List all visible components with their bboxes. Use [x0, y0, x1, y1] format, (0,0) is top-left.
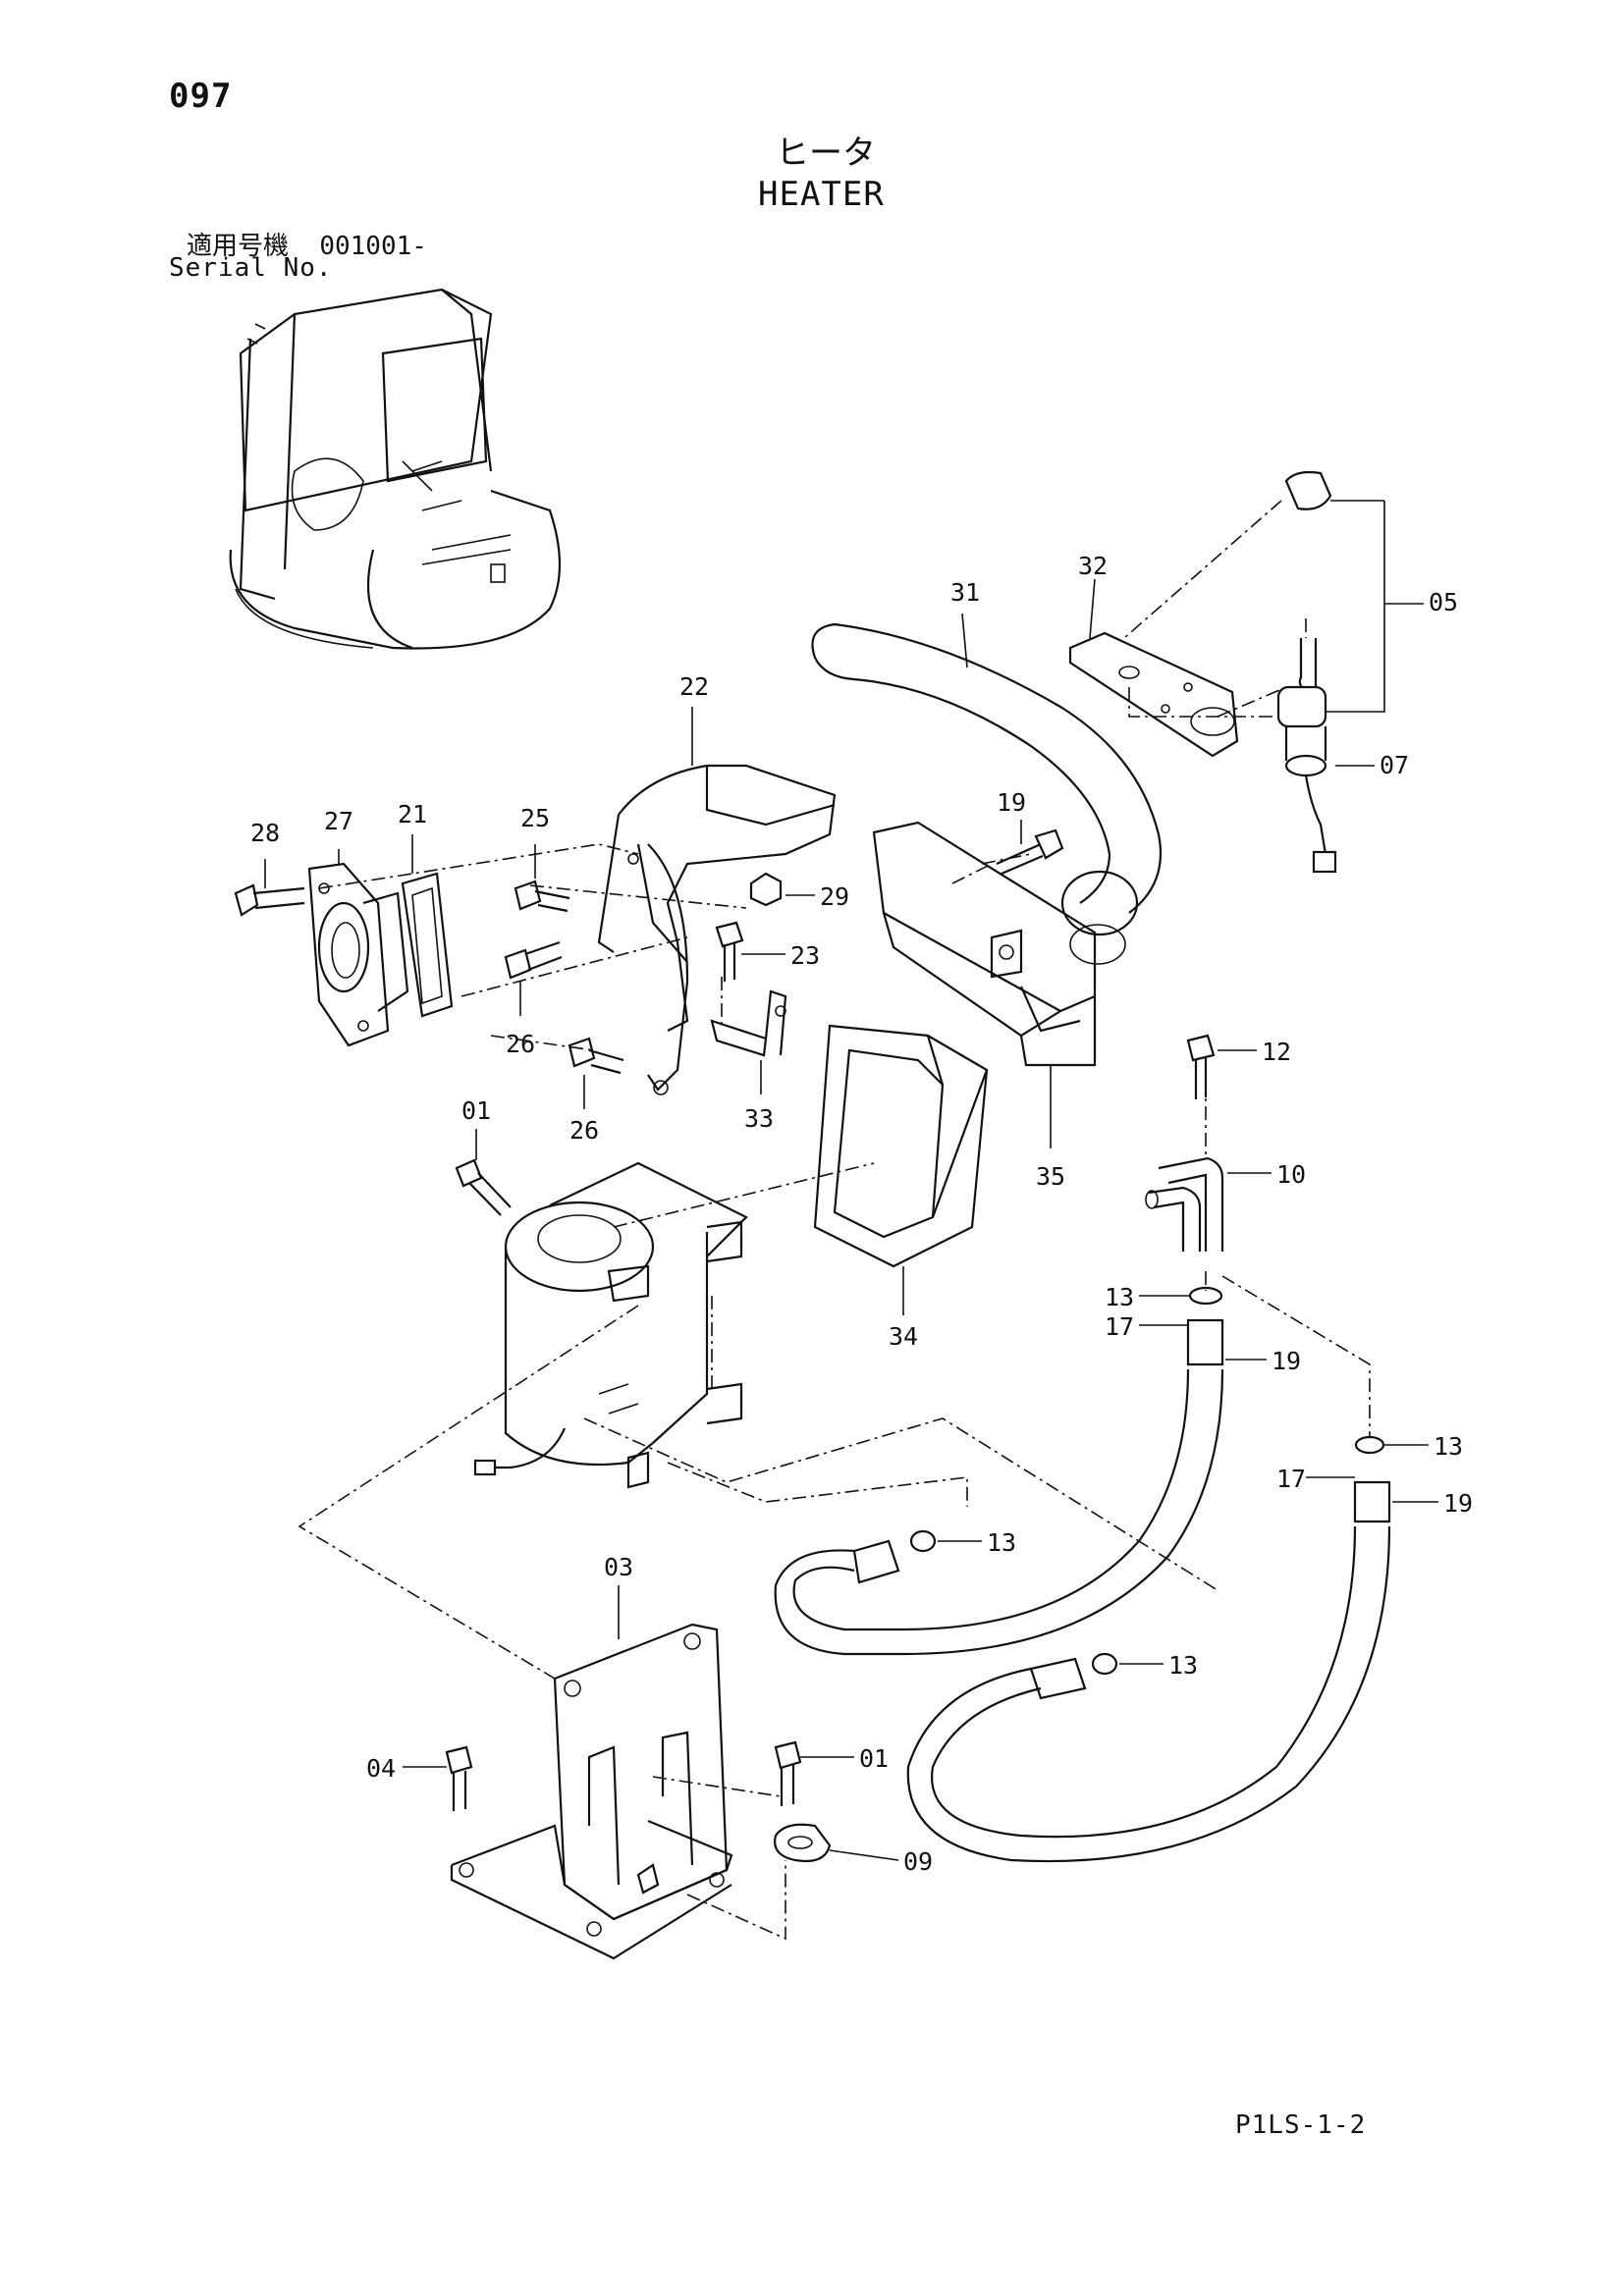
callout-label: 35: [1036, 1162, 1065, 1191]
callout-label: 13: [1168, 1651, 1198, 1680]
callout-label: 13: [1434, 1432, 1463, 1461]
excavator-cab-illustration: [229, 288, 562, 650]
callout-label: 19: [997, 788, 1026, 817]
page-number: 097: [169, 77, 233, 116]
callout-label: 29: [820, 882, 849, 911]
serial-line-japanese: 適用号機 001001-: [187, 226, 427, 262]
callout-label: 34: [889, 1322, 918, 1351]
bolts-26: [504, 880, 624, 1075]
callout-label: 01: [461, 1096, 491, 1125]
heater-unit: [473, 1161, 748, 1489]
callout-label: 17: [1105, 1312, 1134, 1341]
flange-27: [307, 862, 409, 1047]
clamp-09: [774, 1823, 832, 1863]
callout-label: 19: [1272, 1347, 1301, 1375]
callout-label: 07: [1380, 751, 1409, 779]
assembly-lines: [298, 500, 1371, 1941]
serial-label-en: Serial No.: [169, 253, 333, 283]
gasket-21: [401, 872, 454, 1018]
callout-label: 10: [1276, 1160, 1306, 1189]
footer-code: P1LS-1-2: [1235, 2110, 1367, 2140]
callout-label: 12: [1262, 1038, 1291, 1066]
callout-labels: 05 07 31 32 22 19 28 27 21 25 29 23 26 2…: [250, 552, 1473, 1876]
nut-29: [749, 872, 783, 907]
callout-label: 26: [506, 1030, 535, 1058]
bolt-28: [234, 883, 305, 917]
bracket-plate-32: [1068, 631, 1239, 758]
duct-box-35: [872, 821, 1097, 1067]
heater-stand-03: [450, 1623, 733, 1960]
callout-label: 21: [398, 800, 427, 828]
callout-label: 22: [679, 672, 709, 701]
serial-label-ja: 適用号機: [187, 232, 290, 261]
title-japanese: ヒータ: [776, 133, 876, 173]
callout-label: 28: [250, 819, 280, 847]
callout-label: 17: [1276, 1465, 1306, 1493]
title-english: HEATER: [758, 175, 885, 214]
callout-label: 13: [1105, 1283, 1134, 1311]
callout-label: 03: [604, 1553, 633, 1581]
callout-label: 26: [569, 1116, 599, 1145]
bolt-22: [996, 828, 1064, 876]
mounting-bracket-23: [597, 764, 837, 1095]
callout-label: 31: [950, 578, 980, 607]
callout-label: 09: [903, 1847, 933, 1876]
callout-label: 25: [520, 804, 550, 832]
callout-label: 27: [324, 807, 353, 835]
bolt-12: [1186, 1034, 1216, 1099]
bolt-04: [445, 1745, 473, 1811]
heater-switch-05: [1276, 470, 1337, 874]
serial-value: 001001-: [319, 232, 427, 261]
duct-frame-34: [813, 1024, 989, 1268]
pipe-10: [1145, 1156, 1224, 1252]
hose-assembly-left: [774, 1286, 1224, 1656]
callout-label: 19: [1443, 1489, 1473, 1518]
bolt-25: [715, 921, 744, 982]
duct-hose-31: [811, 622, 1163, 965]
callout-label: 13: [987, 1528, 1016, 1557]
callout-label: 01: [859, 1744, 889, 1773]
callout-label: 04: [366, 1754, 396, 1783]
callout-label: 23: [790, 941, 820, 970]
callout-label: 32: [1078, 552, 1108, 580]
callout-label: 05: [1429, 588, 1458, 616]
callout-label: 33: [744, 1104, 774, 1133]
bracket-33: [710, 989, 787, 1057]
hose-assembly-right: [906, 1435, 1391, 1863]
bolt-01-top: [455, 1158, 512, 1216]
callout-leaders: [264, 500, 1438, 1861]
bolt-01-bottom: [774, 1740, 802, 1806]
